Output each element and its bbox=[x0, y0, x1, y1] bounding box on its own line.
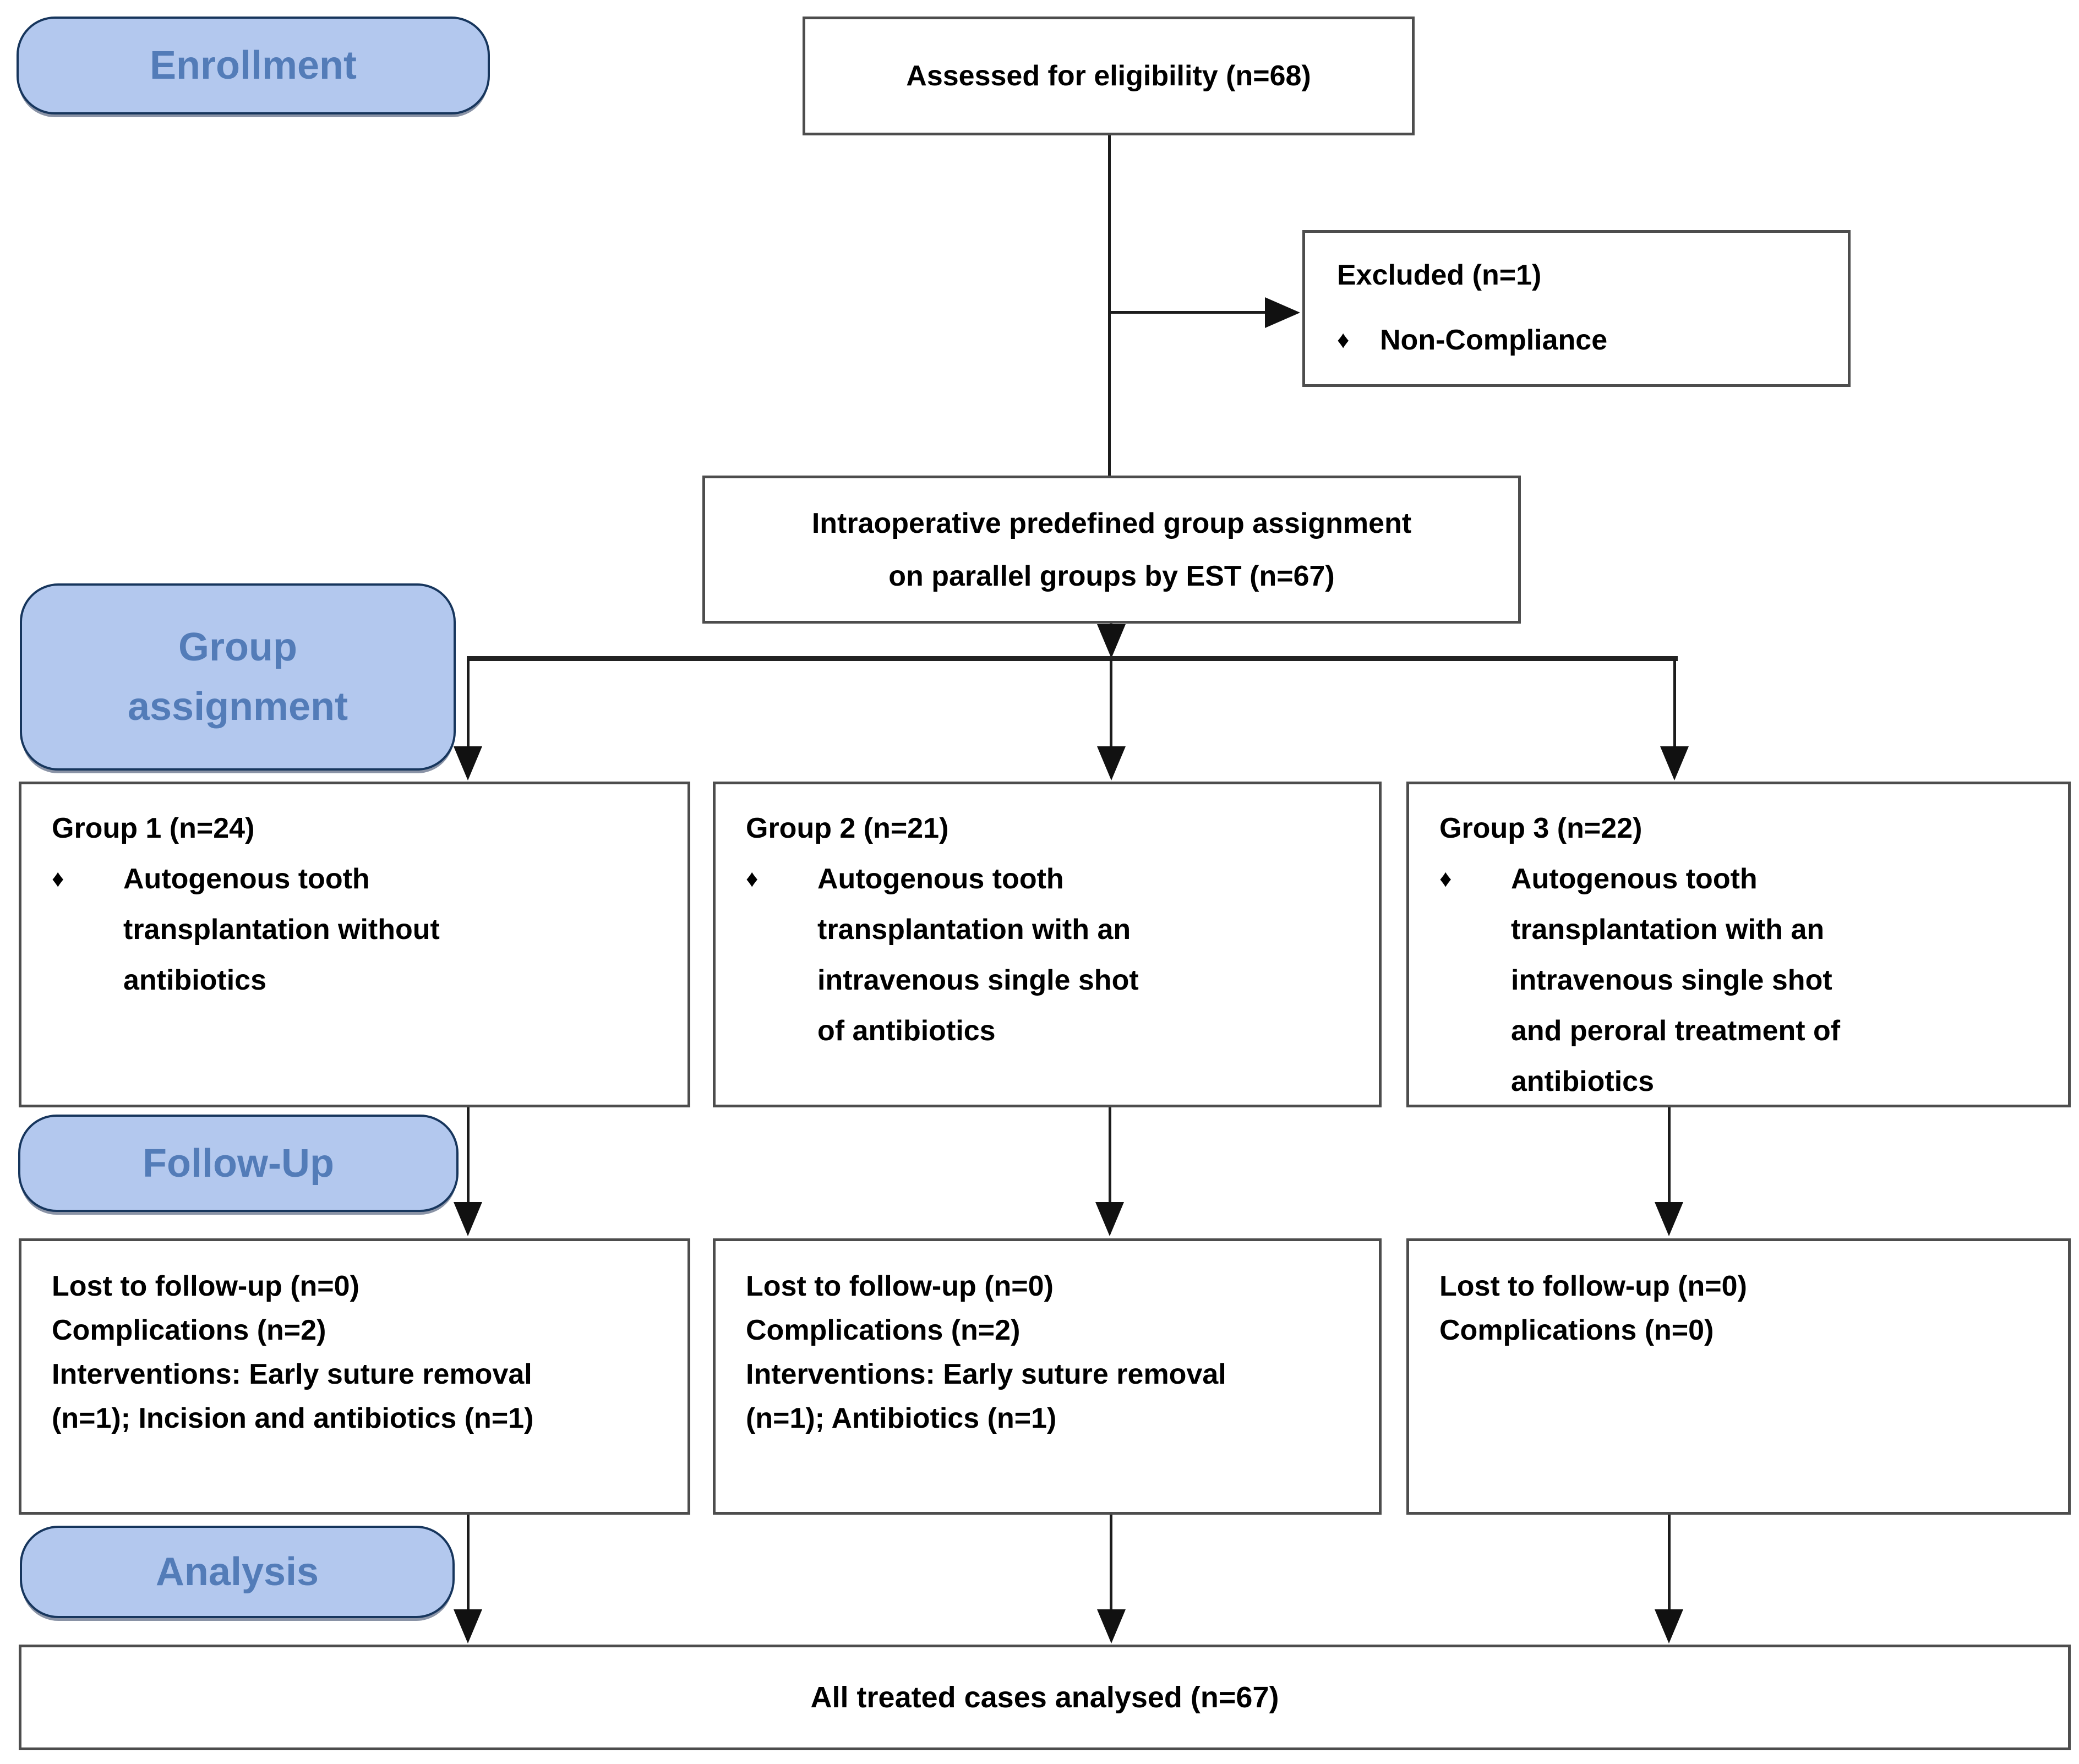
arrowhead-group3 bbox=[1660, 746, 1689, 780]
diamond-bullet-icon: ♦ bbox=[1337, 326, 1350, 353]
assignment-line2-strong: EST bbox=[1186, 560, 1242, 592]
group2-description: Autogenous tooth transplantation with an… bbox=[817, 863, 1139, 1047]
stage-label-group-assignment: Group assignment bbox=[20, 583, 456, 771]
arrowhead-followup1 bbox=[454, 1202, 482, 1236]
group3-bullet-item: ♦ Autogenous tooth transplantation with … bbox=[1439, 854, 2051, 1107]
group3-description: Autogenous tooth transplantation with an… bbox=[1511, 863, 1841, 1097]
assignment-line2: on parallel groups by EST (n=67) bbox=[888, 550, 1335, 603]
group2-bullet-item: ♦ Autogenous tooth transplantation with … bbox=[746, 854, 1362, 1056]
group2-box: Group 2 (n=21) ♦ Autogenous tooth transp… bbox=[713, 782, 1382, 1107]
group1-description: Autogenous tooth transplantation without… bbox=[123, 863, 440, 996]
stage-label-follow-up: Follow-Up bbox=[18, 1115, 459, 1212]
assignment-line2-pre: on parallel groups by bbox=[888, 560, 1186, 592]
connector-branch-to-group3 bbox=[1673, 659, 1676, 749]
group3-box: Group 3 (n=22) ♦ Autogenous tooth transp… bbox=[1406, 782, 2071, 1107]
analysis-result-text: All treated cases analysed (n=67) bbox=[810, 1681, 1279, 1714]
group-assignment-box: Intraoperative predefined group assignme… bbox=[702, 476, 1521, 624]
group1-box: Group 1 (n=24) ♦ Autogenous tooth transp… bbox=[19, 782, 690, 1107]
arrowhead-branch bbox=[1097, 624, 1126, 658]
arrowhead-group2 bbox=[1097, 746, 1126, 780]
diamond-bullet-icon: ♦ bbox=[52, 865, 64, 892]
excluded-title: Excluded (n=1) bbox=[1337, 259, 1542, 291]
stage-label-enrollment: Enrollment bbox=[17, 17, 490, 114]
connector-group1-to-followup1 bbox=[467, 1107, 470, 1204]
connector-followup1-to-analysis bbox=[467, 1515, 470, 1612]
group2-title: Group 2 (n=21) bbox=[746, 812, 949, 844]
excluded-box: Excluded (n=1) ♦ Non-Compliance bbox=[1302, 230, 1851, 387]
assignment-line1: Intraoperative predefined group assignme… bbox=[811, 507, 1412, 539]
connector-followup2-to-analysis bbox=[1110, 1515, 1112, 1612]
assessed-for-eligibility-box: Assessed for eligibility (n=68) bbox=[803, 17, 1415, 135]
connector-assessed-to-assignment bbox=[1108, 135, 1111, 476]
group1-title: Group 1 (n=24) bbox=[52, 812, 255, 844]
followup3-box: Lost to follow-up (n=0) Complications (n… bbox=[1406, 1238, 2071, 1515]
branch-line bbox=[467, 656, 1678, 661]
connector-to-excluded bbox=[1110, 311, 1265, 314]
arrowhead-analysis-right bbox=[1655, 1609, 1683, 1643]
excluded-bullet-item: ♦ Non-Compliance bbox=[1337, 323, 1837, 357]
arrowhead-excluded bbox=[1265, 297, 1300, 328]
excluded-bullet-text: Non-Compliance bbox=[1380, 324, 1608, 356]
connector-group3-to-followup3 bbox=[1668, 1107, 1671, 1204]
connector-branch-to-group1 bbox=[467, 659, 470, 749]
connector-group2-to-followup2 bbox=[1109, 1107, 1111, 1204]
arrowhead-analysis-left bbox=[454, 1609, 482, 1643]
connector-followup3-to-analysis bbox=[1668, 1515, 1671, 1612]
arrowhead-followup3 bbox=[1655, 1202, 1683, 1236]
analysis-result-box: All treated cases analysed (n=67) bbox=[19, 1645, 2071, 1750]
arrowhead-group1 bbox=[454, 746, 482, 780]
arrowhead-followup2 bbox=[1095, 1202, 1124, 1236]
assessed-for-eligibility-text: Assessed for eligibility (n=68) bbox=[906, 60, 1311, 92]
followup2-box: Lost to follow-up (n=0) Complications (n… bbox=[713, 1238, 1382, 1515]
arrowhead-analysis-center bbox=[1097, 1609, 1126, 1643]
connector-branch-to-group2 bbox=[1110, 659, 1112, 749]
stage-label-analysis: Analysis bbox=[20, 1526, 455, 1618]
group1-bullet-item: ♦ Autogenous tooth transplantation witho… bbox=[52, 854, 671, 1006]
assignment-line2-post: (n=67) bbox=[1241, 560, 1335, 592]
followup1-box: Lost to follow-up (n=0) Complications (n… bbox=[19, 1238, 690, 1515]
group3-title: Group 3 (n=22) bbox=[1439, 812, 1643, 844]
diamond-bullet-icon: ♦ bbox=[746, 865, 759, 892]
diamond-bullet-icon: ♦ bbox=[1439, 865, 1452, 892]
